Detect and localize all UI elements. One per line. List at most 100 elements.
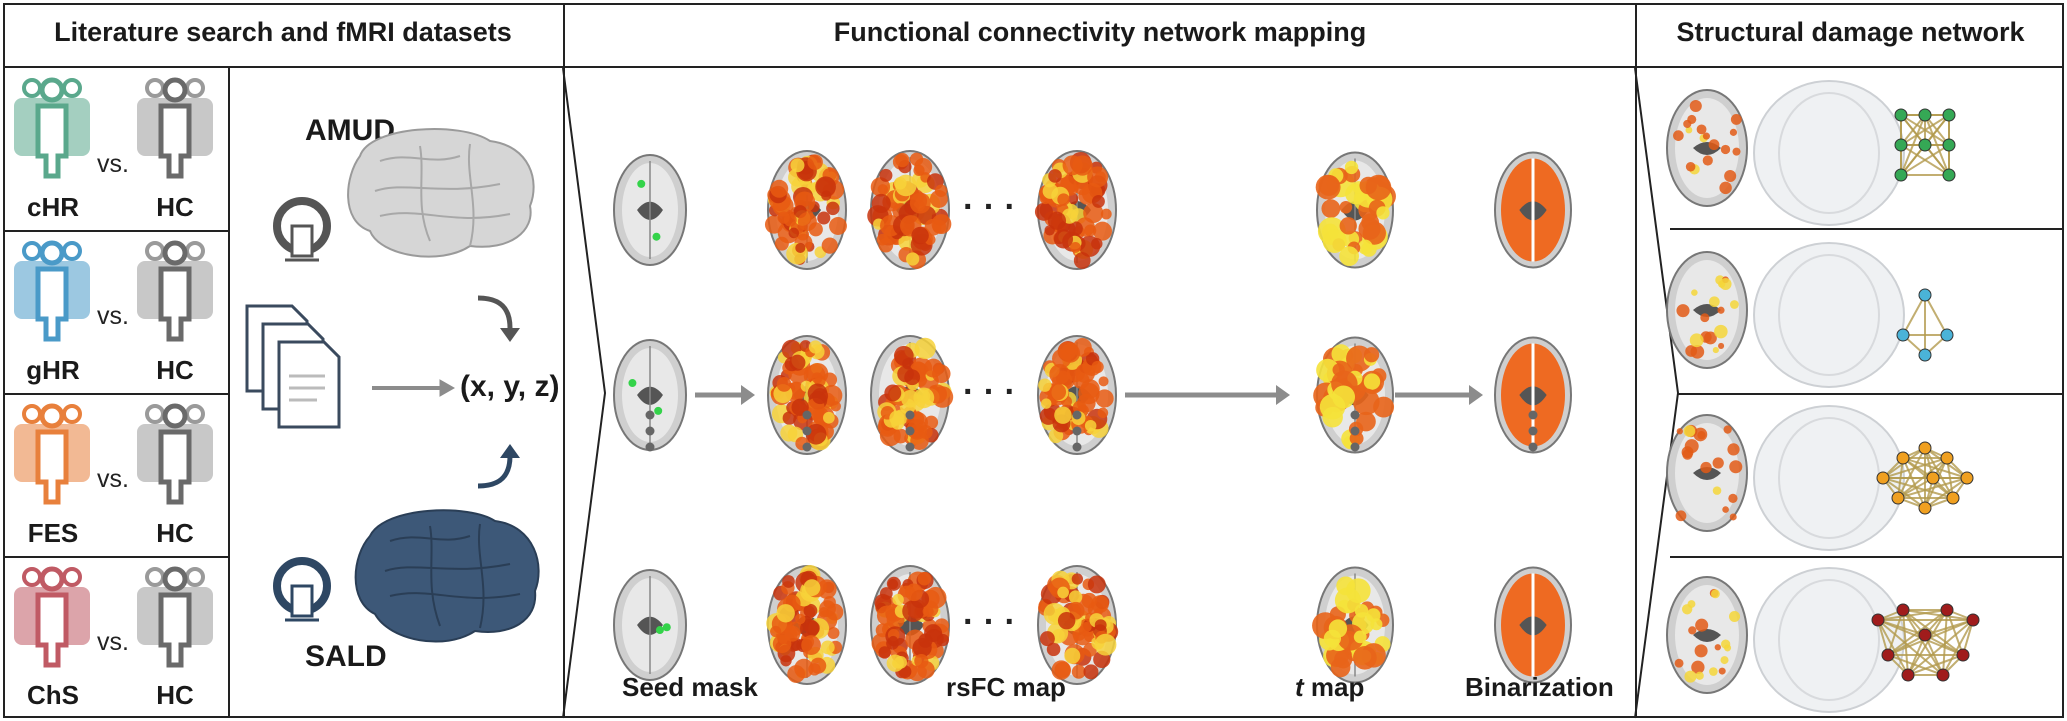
coordinate-label: (x, y, z) [460,370,560,403]
network-node [1881,648,1895,662]
tmap-brain-slice [1315,151,1396,269]
network-node [1876,471,1890,485]
control-label-2: HC [156,355,194,385]
network-node [1942,168,1956,182]
group-icon-fes [14,403,90,505]
vertical-dot [1072,426,1082,436]
header-rule [3,66,2064,68]
network-node [1894,138,1908,152]
curved-arrow-down [477,295,520,342]
group-row-divider [3,556,230,558]
vs-text-3: vs. [97,465,129,493]
bin-brain-slice [1494,151,1572,269]
header-mapping: Functional connectivity network mapping [833,16,1367,47]
structural-row-2 [1666,242,1954,388]
bin-brain-slice [1494,566,1572,684]
group-label-chr: cHR [26,192,79,222]
group-row-divider [3,230,230,232]
brain-sald-icon [354,509,540,643]
rsfc-brain-slice [867,150,952,270]
vertical-dot [645,410,655,420]
control-label-1: HC [156,192,194,222]
group-label-ghr: gHR [26,355,80,385]
figure-frame [3,3,2064,718]
control-label-4: HC [156,680,194,710]
control-icon [137,403,213,505]
dataset-graphics [245,128,540,643]
seed-brain-slice [613,569,687,681]
group-column-divider [228,66,230,718]
group-icon-ghr [14,240,90,342]
rsfc-brain-slice [1034,150,1117,270]
flow-arrow [1125,385,1290,405]
network-node [1894,108,1908,122]
network-node [1918,348,1932,362]
network-node [1871,613,1885,627]
ellipsis-dots: · · · [963,188,1016,226]
rsfc-brain-slice [766,564,847,685]
mri-scanner-icon-top [273,197,331,262]
network-node [1918,628,1932,642]
network-node [1896,451,1910,465]
group-label-fes: FES [27,518,79,548]
rsfc-brain-slice [1037,335,1117,455]
documents-stack-icon [245,304,341,429]
vs-text-4: vs. [97,628,129,656]
t-map-rest: map [1303,672,1365,702]
ellipsis-dots: · · · [963,373,1016,411]
vertical-dot [905,410,915,420]
rsfc-brain-slice [767,335,847,455]
dataset-sald: SALD [305,640,387,673]
network-node [1918,288,1932,302]
vertical-dot [1072,442,1082,452]
network-node [1936,668,1950,682]
network-node [1942,138,1956,152]
control-icon [137,240,213,342]
vertical-dot [1528,410,1538,420]
structural-row-divider [1670,556,2064,558]
arrow-to-coordinate [372,379,456,397]
brain-amud-icon [347,128,535,258]
vertical-dot [1350,410,1360,420]
network-node [1891,491,1905,505]
divider-1 [563,3,565,718]
vertical-dot [802,426,812,436]
control-icon [137,566,213,668]
header-structural: Structural damage network [1676,16,2025,47]
header-literature: Literature search and fMRI datasets [54,16,512,47]
network-node [1946,491,1960,505]
rsfc-brain-slice [764,150,847,270]
vertical-dot [802,442,812,452]
functional-mapping-graphics: · · · · · · · · · [613,150,1572,685]
group-icon-chs [14,566,90,668]
network-node [1956,648,1970,662]
vs-text-1: vs. [97,150,129,178]
network-node [1960,471,1974,485]
rsfc-brain-slice [1037,565,1119,685]
flow-arrow [695,385,755,405]
structural-row-1 [1666,80,1956,226]
vertical-dot [1528,426,1538,436]
seed-brain-slice [613,154,687,266]
divider-2 [1635,3,1637,718]
vs-text-2: vs. [97,302,129,330]
group-people-icons [14,77,213,668]
network-node [1896,603,1910,617]
label-binarization: Binarization [1465,672,1614,702]
network-node [1918,441,1932,455]
curved-arrow-up [477,444,520,489]
tmap-brain-slice [1313,336,1395,454]
network-node [1940,451,1954,465]
structural-row-3 [1666,405,1974,551]
network-node [1926,471,1940,485]
mri-scanner-icon-bottom [273,557,331,622]
ellipsis-dots: · · · [963,603,1016,641]
network-node [1896,328,1910,342]
vertical-dot [905,442,915,452]
network-node [1966,613,1980,627]
control-icon [137,77,213,179]
bin-brain-slice [1494,336,1572,454]
label-rsfc-map: rsFC map [946,672,1066,702]
label-t-map: t map [1295,672,1364,703]
flow-arrow [1395,385,1483,405]
